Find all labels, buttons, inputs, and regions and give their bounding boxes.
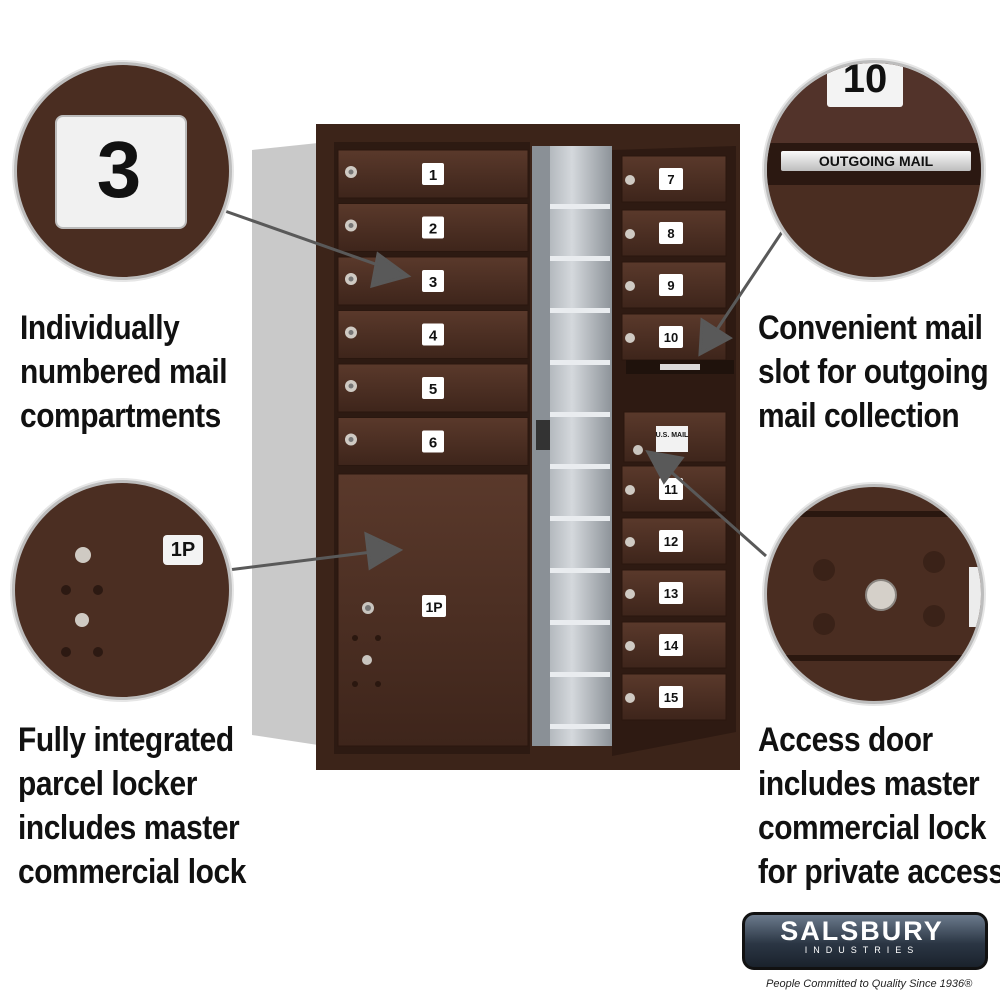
zoom-slot-label-plate bbox=[781, 151, 971, 171]
zoom-compartment-circle: 3 bbox=[14, 62, 232, 280]
interior-shelf bbox=[550, 412, 610, 417]
brand-name: SALSBURY bbox=[780, 916, 944, 946]
compartment-number: 8 bbox=[667, 226, 674, 241]
zoom-compartment-number: 3 bbox=[96, 125, 142, 214]
compartment-door[interactable]: 5 bbox=[337, 363, 529, 413]
compartment-door[interactable]: 14 bbox=[621, 621, 727, 669]
compartment-number: 13 bbox=[664, 586, 678, 601]
interior-shelf bbox=[550, 620, 610, 625]
compartment-door[interactable]: 7 bbox=[621, 155, 727, 203]
compartment-door[interactable]: 12 bbox=[621, 517, 727, 565]
compartment-number: 10 bbox=[664, 330, 678, 345]
zoom-access-lock-icon bbox=[865, 579, 897, 611]
lock-icon[interactable] bbox=[625, 485, 635, 495]
compartment-door[interactable]: 3 bbox=[337, 256, 529, 306]
lock-icon[interactable] bbox=[625, 589, 635, 599]
zoom-parcel-circle: 1P bbox=[12, 480, 232, 700]
access-lock-icon[interactable] bbox=[633, 445, 643, 455]
lock-icon[interactable] bbox=[625, 537, 635, 547]
lock-icon[interactable] bbox=[625, 229, 635, 239]
lock-icon[interactable] bbox=[625, 693, 635, 703]
lock-icon[interactable] bbox=[625, 175, 635, 185]
compartment-number: 1 bbox=[429, 167, 437, 184]
compartment-door[interactable]: 9 bbox=[621, 261, 727, 309]
brand-sub: INDUSTRIES bbox=[804, 945, 920, 955]
compartment-number: 12 bbox=[664, 534, 678, 549]
usmail-label: U.S. MAIL bbox=[656, 432, 689, 439]
caption-access: Access door includes master commercial l… bbox=[758, 721, 1000, 891]
housing-side bbox=[252, 143, 318, 745]
compartment-number: 3 bbox=[429, 274, 437, 291]
interior-shelf bbox=[550, 672, 610, 677]
compartment-door[interactable]: 1 bbox=[337, 149, 529, 199]
compartment-door[interactable]: 15 bbox=[621, 673, 727, 721]
caption-compartments: Individually numbered mail compartments bbox=[20, 309, 228, 435]
salsbury-logo: SALSBURY INDUSTRIES bbox=[742, 912, 990, 974]
zoom-slot-label: OUTGOING MAIL bbox=[818, 153, 934, 169]
interior-shelf bbox=[550, 308, 610, 313]
interior-shelf bbox=[550, 256, 610, 261]
brand-tagline: People Committed to Quality Since 1936® bbox=[766, 978, 973, 990]
parcel-label: 1P bbox=[425, 599, 442, 615]
interior-shelf bbox=[550, 724, 610, 729]
interior-shelf bbox=[550, 204, 610, 209]
compartment-number: 14 bbox=[664, 638, 679, 653]
compartment-door[interactable]: 4 bbox=[337, 310, 529, 359]
lock-icon[interactable] bbox=[625, 281, 635, 291]
zoom-slot-number: 10 bbox=[842, 60, 888, 101]
lock-icon[interactable] bbox=[625, 641, 635, 651]
caption-parcel: Fully integrated parcel locker includes … bbox=[18, 721, 246, 891]
compartment-number: 5 bbox=[429, 381, 437, 398]
compartment-number: 7 bbox=[667, 172, 674, 187]
interior-shelf bbox=[550, 568, 610, 573]
compartment-door[interactable]: 2 bbox=[337, 203, 529, 252]
compartment-number: 9 bbox=[667, 278, 674, 293]
compartment-door[interactable]: 8 bbox=[621, 209, 727, 257]
compartment-door[interactable]: 13 bbox=[621, 569, 727, 617]
zoom-compartment-plate bbox=[55, 115, 187, 229]
zoom-slot-circle: 10 OUTGOING MAIL bbox=[764, 60, 984, 280]
compartment-number: 11 bbox=[664, 482, 678, 497]
parcel-lock-icon[interactable] bbox=[362, 602, 374, 665]
zoom-parcel-label: 1P bbox=[170, 539, 196, 561]
compartment-door[interactable]: 6 bbox=[337, 417, 529, 466]
lock-icon[interactable] bbox=[625, 333, 635, 343]
caption-slot: Convenient mail slot for outgoing mail c… bbox=[758, 309, 989, 435]
compartment-number: 2 bbox=[429, 221, 437, 238]
interior-shelf bbox=[550, 360, 610, 365]
compartment-number: 6 bbox=[429, 435, 437, 452]
compartment-number: 4 bbox=[429, 328, 438, 345]
interior-shelf bbox=[550, 516, 610, 521]
compartment-number: 15 bbox=[664, 690, 678, 705]
zoom-access-circle bbox=[764, 484, 984, 704]
interior-shelf bbox=[550, 464, 610, 469]
